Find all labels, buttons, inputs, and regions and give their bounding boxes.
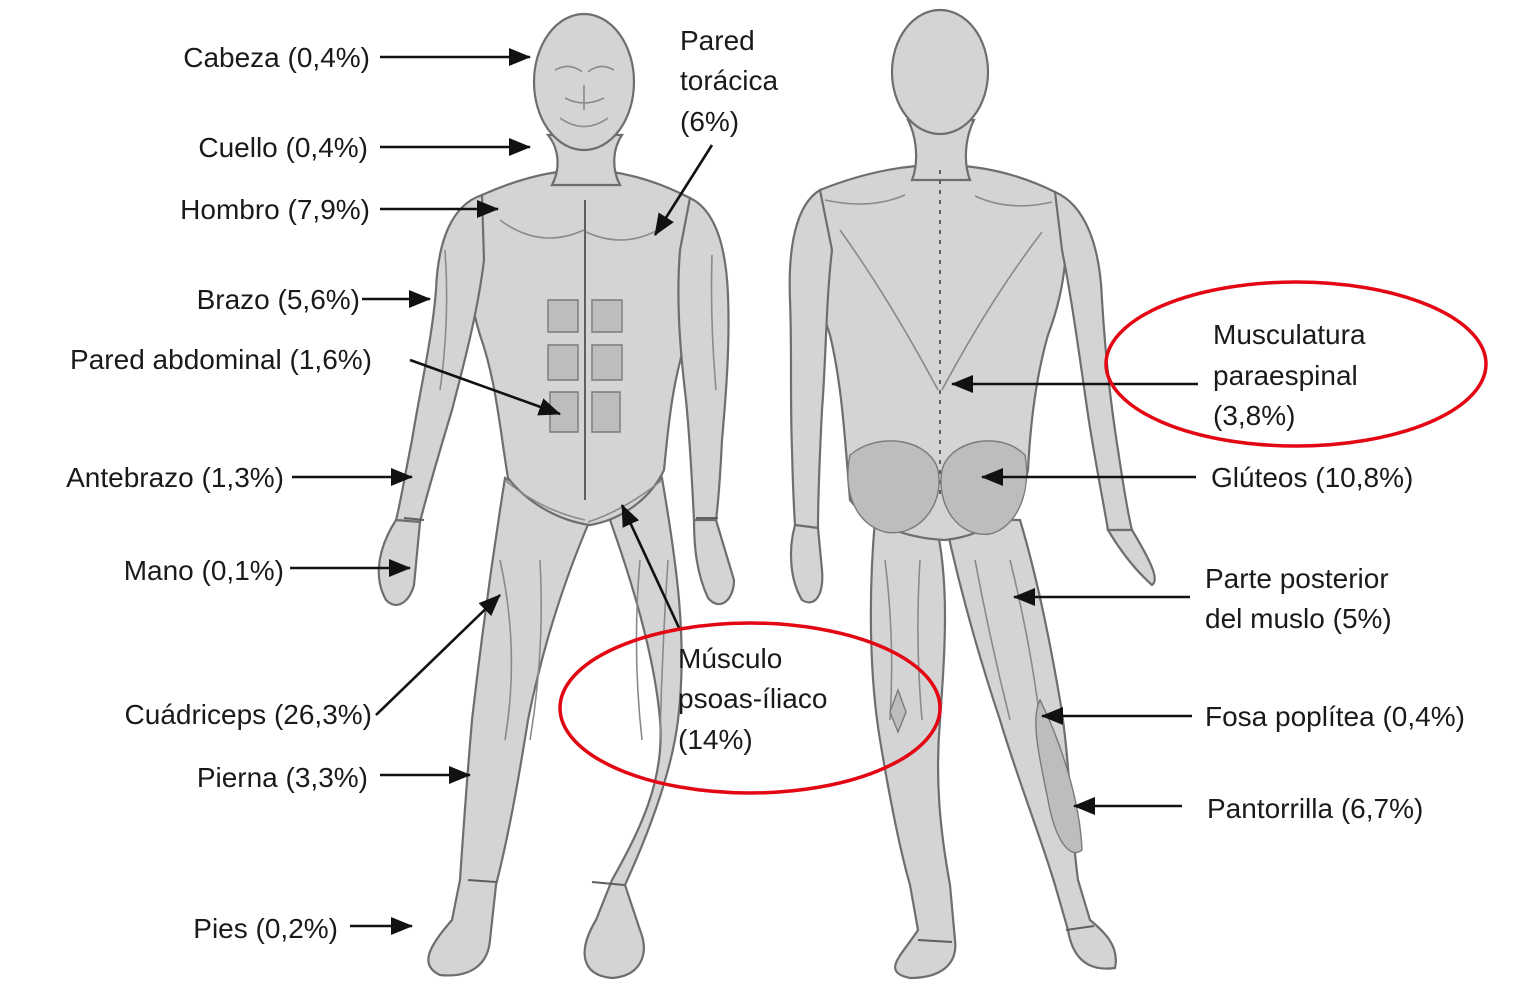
label-pared-abdominal: Pared abdominal (1,6%) [70, 344, 372, 375]
svg-text:(14%): (14%) [678, 724, 753, 755]
label-pierna: Pierna (3,3%) [197, 762, 368, 793]
label-brazo: Brazo (5,6%) [197, 284, 360, 315]
svg-text:Musculatura: Musculatura [1213, 319, 1366, 350]
svg-text:Pared: Pared [680, 25, 755, 56]
svg-text:Músculo: Músculo [678, 643, 782, 674]
back-figure [790, 10, 1155, 978]
label-cuello: Cuello (0,4%) [198, 132, 368, 163]
label-paraespinal: Musculatura paraespinal (3,8%) [1213, 319, 1366, 431]
svg-text:del muslo (5%): del muslo (5%) [1205, 603, 1392, 634]
label-cabeza: Cabeza (0,4%) [183, 42, 370, 73]
svg-text:(3,8%): (3,8%) [1213, 400, 1295, 431]
label-fosa-poplitea: Fosa poplítea (0,4%) [1205, 701, 1465, 732]
label-parte-posterior-muslo: Parte posterior del muslo (5%) [1205, 563, 1392, 634]
svg-text:torácica: torácica [680, 65, 778, 96]
label-pies: Pies (0,2%) [193, 913, 338, 944]
label-cuadriceps: Cuádriceps (26,3%) [125, 699, 372, 730]
label-antebrazo: Antebrazo (1,3%) [66, 462, 284, 493]
svg-text:Parte posterior: Parte posterior [1205, 563, 1389, 594]
label-pared-toracica: Pared torácica (6%) [680, 25, 778, 137]
label-gluteos: Glúteos (10,8%) [1211, 462, 1413, 493]
label-mano: Mano (0,1%) [124, 555, 284, 586]
front-figure [379, 14, 734, 978]
svg-text:(6%): (6%) [680, 106, 739, 137]
label-hombro: Hombro (7,9%) [180, 194, 370, 225]
label-psoas-iliaco: Músculo psoas-íliaco (14%) [678, 643, 827, 755]
label-pantorrilla: Pantorrilla (6,7%) [1207, 793, 1423, 824]
svg-text:psoas-íliaco: psoas-íliaco [678, 683, 827, 714]
svg-text:paraespinal: paraespinal [1213, 360, 1358, 391]
